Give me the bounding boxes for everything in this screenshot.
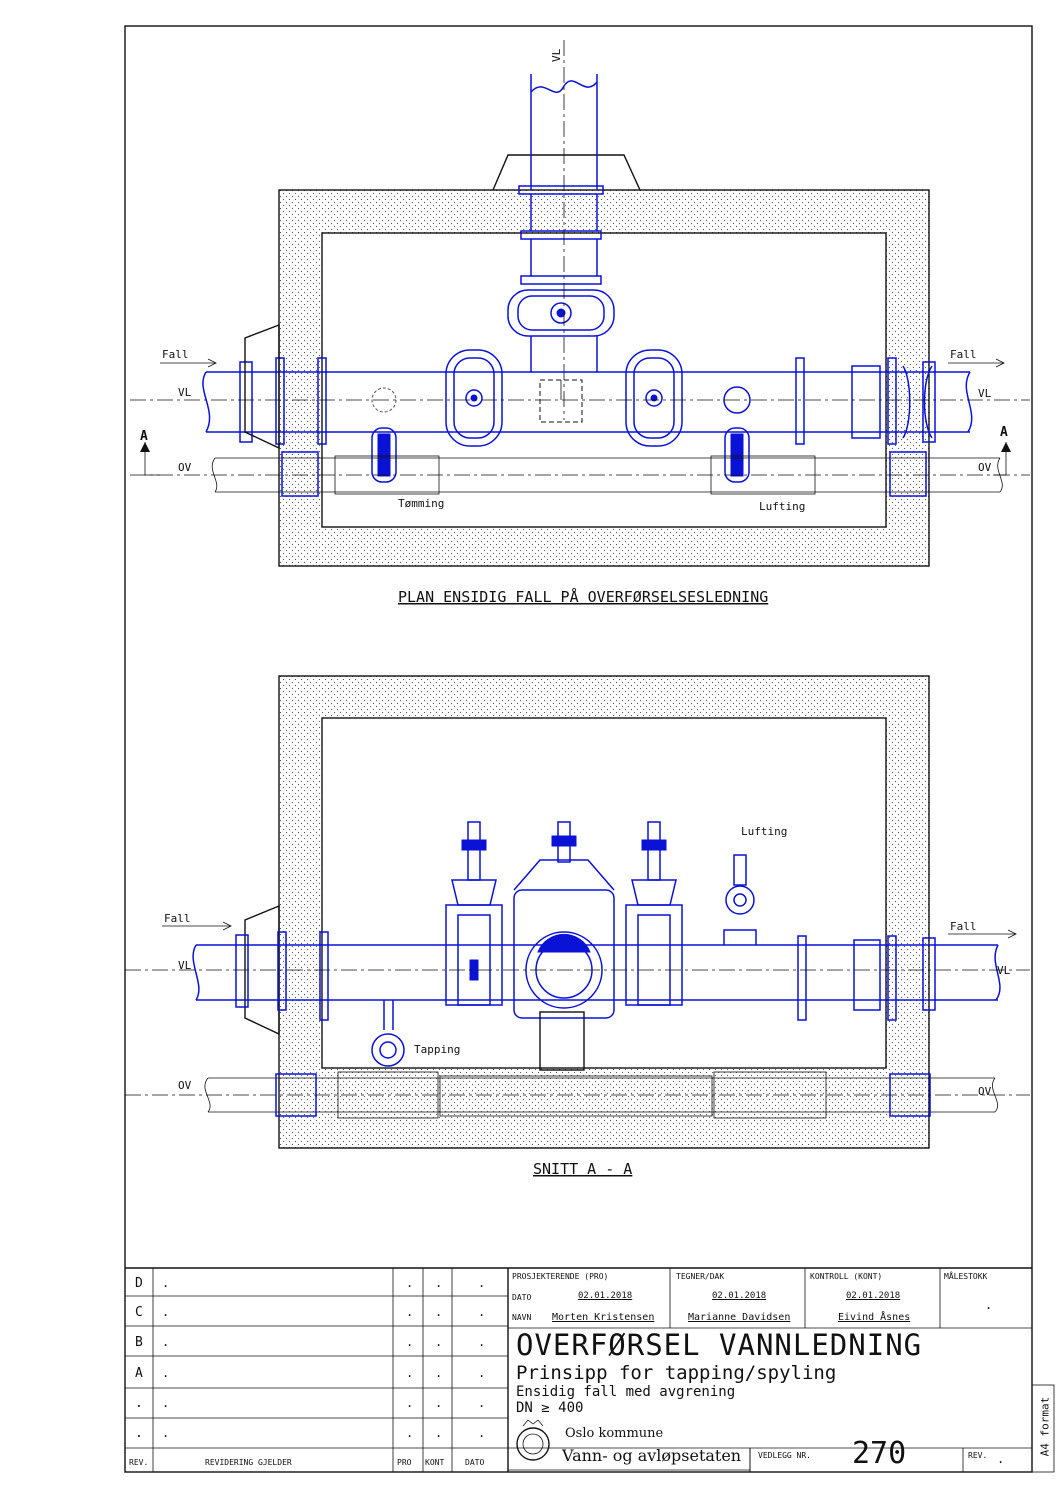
section-tapping-label: Tapping	[414, 1043, 460, 1056]
section-vl-left-label: VL	[178, 959, 192, 972]
section-lufting-label: Lufting	[741, 825, 787, 838]
plan-chamber-wall	[279, 190, 929, 566]
plan-collar-left	[244, 323, 280, 450]
section-ov-right-label: OV	[978, 1085, 992, 1098]
section-fall-left-label: Fall	[164, 912, 191, 925]
title-block	[125, 1267, 1055, 1473]
plan-tomming-label: Tømming	[398, 497, 444, 510]
section-fall-right-label: Fall	[950, 920, 977, 933]
sheet-border	[124, 25, 1033, 1473]
plan-valve-top	[507, 289, 615, 337]
section-main-valve	[513, 889, 615, 1019]
section-marker-left: A	[140, 429, 148, 444]
section-ov-left-label: OV	[178, 1079, 192, 1092]
section-view-title: SNITT A - A	[533, 1160, 632, 1178]
plan-vl-right-label: VL	[978, 387, 992, 400]
plan-ov-left-label: OV	[178, 461, 192, 474]
section-marker-right: A	[1000, 425, 1008, 440]
plan-view	[130, 40, 1030, 567]
section-chamber-wall	[279, 676, 929, 1148]
oslo-kommune-logo	[516, 1419, 550, 1461]
plan-ov-right-label: OV	[978, 461, 992, 474]
plan-fall-left-label: Fall	[162, 348, 189, 361]
plan-vl-vertical-label: VL	[550, 48, 563, 62]
plan-collar-top	[492, 154, 641, 191]
plan-fall-right-label: Fall	[950, 348, 977, 361]
plan-valve-left	[445, 349, 503, 447]
plan-view-title: PLAN ENSIDIG FALL PÅ OVERFØRSELSESLEDNIN…	[398, 587, 768, 606]
plan-valve-right	[625, 349, 683, 447]
section-vl-right-label: VL	[997, 964, 1011, 977]
plan-vl-left-label: VL	[178, 386, 192, 399]
plan-lufting-label: Lufting	[759, 500, 805, 513]
section-view	[125, 675, 1030, 1149]
